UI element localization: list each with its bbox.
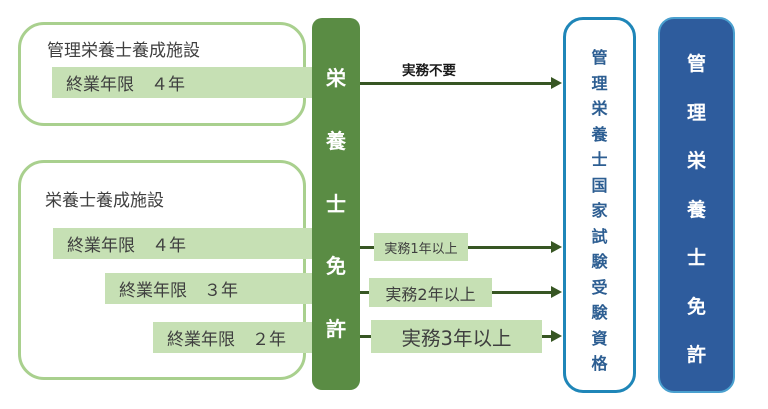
eiyoushi-year-bar-4yr: 終業年限 ４年 [53,228,313,259]
arrowhead-icon [551,330,562,342]
eiyoushi-year-bar-2yr: 終業年限 ２年 [153,322,313,353]
practice-1yr-label: 実務1年以上 [374,233,468,261]
eiyoushi-training-facility-title: 栄養士養成施設 [45,191,164,211]
kanri-training-facility-title: 管理栄養士養成施設 [47,41,200,61]
arrow-no-practice [360,82,553,85]
national-exam-eligibility-box: 管理栄養士国家試験受験資格 [563,17,636,393]
arrowhead-icon [551,286,562,298]
eiyoushi-license-column: 栄養士免許 [312,18,360,390]
arrowhead-icon [551,241,562,253]
arrowhead-icon [551,77,562,89]
practice-2yr-label: 実務2年以上 [369,278,492,307]
no-practice-required-label: 実務不要 [402,63,456,79]
eiyoushi-year-bar-3yr: 終業年限 ３年 [105,273,313,304]
practice-3yr-label: 実務3年以上 [371,320,542,353]
kanri-year-bar-4yr: 終業年限 ４年 [52,67,313,98]
kanri-license-box: 管理栄養士免許 [658,17,735,393]
